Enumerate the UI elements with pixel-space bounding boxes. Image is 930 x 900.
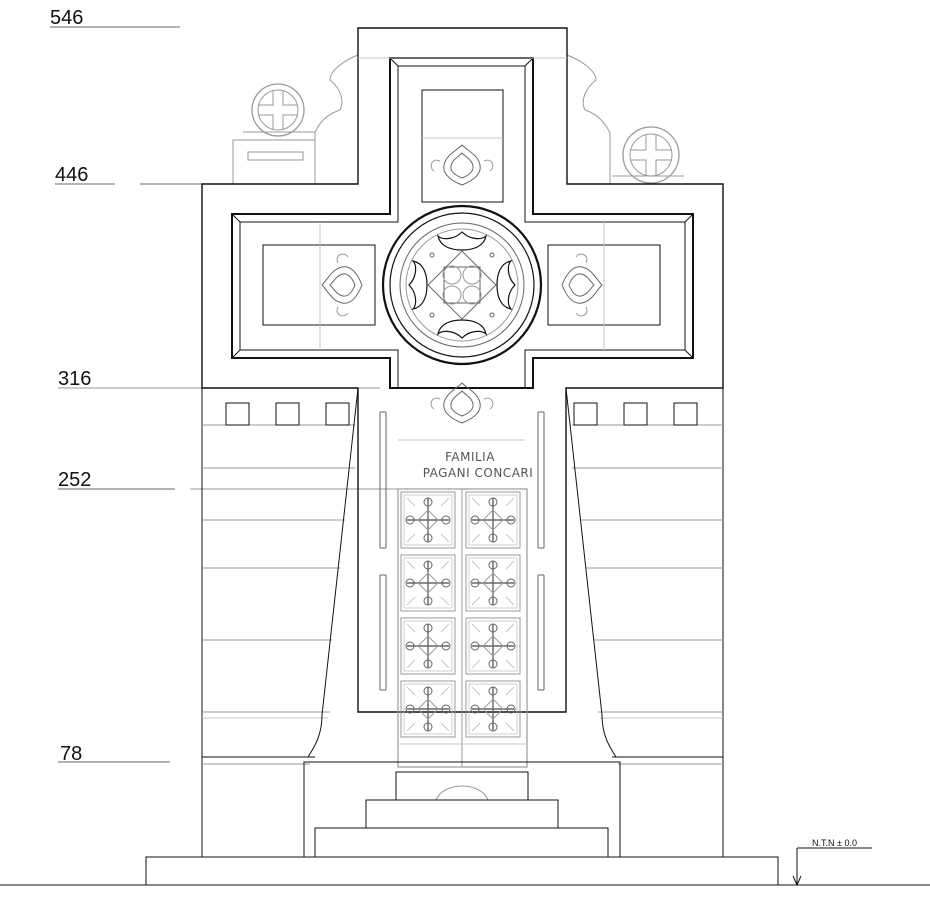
ground-level-marker: N.T.N ± 0.0: [792, 838, 872, 887]
grille-tile: [400, 554, 456, 612]
cross-miters: [231, 57, 694, 359]
right-crown-ornament: [566, 28, 684, 184]
grille-tile: [465, 617, 521, 675]
cross-outline: [201, 27, 724, 713]
ground-level-label: N.T.N ± 0.0: [812, 838, 857, 848]
grille-tile: [465, 680, 521, 738]
right-wall: [572, 388, 724, 857]
level-label-252: 252: [58, 469, 91, 491]
level-label-78: 78: [60, 743, 82, 765]
level-label-316: 316: [58, 368, 91, 390]
left-wall: [201, 388, 355, 857]
top-heart-ornament: [430, 144, 494, 186]
grille-tile: [465, 554, 521, 612]
base-steps: [145, 761, 779, 886]
right-heart-ornament: [561, 253, 603, 317]
level-lines: [50, 26, 420, 763]
central-medallion: [381, 204, 543, 366]
top-panel: [421, 89, 504, 203]
grille-tile: [400, 491, 456, 549]
level-label-446: 446: [55, 164, 88, 186]
pedestal: [307, 387, 617, 758]
left-heart-ornament: [321, 253, 363, 317]
inscription-line-2: PAGANI CONCARI: [423, 466, 534, 480]
left-arm-panel: [262, 244, 376, 326]
grille-door: [397, 488, 528, 768]
grille-tile: [465, 491, 521, 549]
left-crown-ornament: [232, 28, 359, 185]
grille-tile: [400, 617, 456, 675]
level-label-546: 546: [50, 7, 83, 29]
grille-tile: [400, 680, 456, 738]
joint-lines: [319, 57, 605, 441]
inscription-line-1: FAMILIA: [445, 450, 495, 464]
